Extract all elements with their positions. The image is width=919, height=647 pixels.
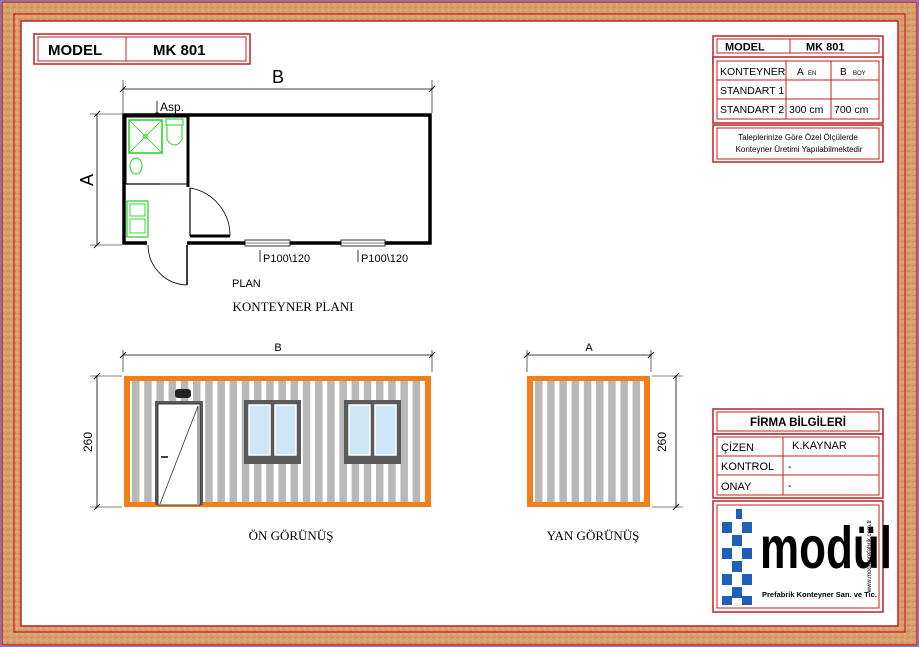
toilet-icon	[165, 118, 184, 146]
front-view: B 260 ÖN	[81, 342, 436, 543]
logo-block	[722, 522, 732, 533]
slat	[205, 381, 213, 502]
plan-caption: KONTEYNER PLANI	[233, 299, 354, 314]
logo-block	[742, 574, 752, 585]
company-row-drawn-by-label: ÇİZEN	[721, 441, 754, 454]
logo-block	[736, 509, 742, 519]
side-view: A 260 YAN GÖRÜNÜŞ	[523, 342, 683, 543]
logo-block	[722, 574, 732, 585]
side-dim-a-label: A	[585, 342, 593, 354]
side-corrugated-slats	[535, 381, 641, 502]
side-dimension-a: A	[523, 342, 655, 372]
model-box: MODEL MK 801	[33, 33, 251, 65]
logo-block	[722, 596, 732, 605]
spec-header-b-sub: BOY	[853, 71, 866, 77]
logo-block	[722, 548, 732, 559]
plan-dimension-a: A	[77, 110, 122, 249]
spec-model-value: MK 801	[806, 42, 845, 54]
vent-label: Asp.	[160, 100, 184, 114]
spec-row-1-label: STANDART 1	[720, 85, 784, 97]
company-row-check-value: -	[788, 461, 792, 473]
logo-website: www.modulprefabrik.com.tr	[867, 520, 873, 593]
side-caption: YAN GÖRÜNÜŞ	[547, 528, 640, 543]
slat	[302, 381, 311, 502]
spec-model-label: MODEL	[725, 42, 765, 54]
spec-header-b: B	[840, 67, 847, 78]
company-row-drawn-by-value: K.KAYNAR	[792, 440, 847, 452]
slat	[339, 381, 347, 502]
company-row-approval-value: -	[788, 480, 792, 492]
logo-tagline: Prefabrik Konteyner San. ve Tic.	[762, 590, 877, 599]
side-dimension-height: 260	[652, 372, 683, 511]
front-window-2	[344, 400, 401, 464]
model-label: MODEL	[48, 42, 102, 59]
logo-block	[742, 522, 752, 533]
logo-block	[742, 548, 752, 559]
wc-sink-icon	[129, 157, 143, 175]
slat	[620, 381, 628, 502]
slat	[571, 381, 580, 502]
floor-plan: B A	[77, 67, 436, 314]
kitchen-sink-icon	[126, 200, 149, 238]
spec-row-2-a: 300 cm	[789, 104, 824, 116]
company-row-check-label: KONTROL	[721, 461, 774, 473]
front-caption: ÖN GÖRÜNÜŞ	[249, 528, 334, 543]
slat	[144, 381, 152, 502]
slat	[583, 381, 592, 502]
slat	[315, 381, 323, 502]
plan-entry-door-swing	[147, 244, 188, 286]
spec-note-line-1: Taleplerinize Göre Özel Ölçülerde	[738, 133, 858, 142]
front-door	[155, 389, 203, 506]
company-info-table: FİRMA BİLGİLERİ ÇİZEN K.KAYNAR KONTROL -…	[712, 408, 884, 499]
shower-icon	[128, 119, 163, 154]
logo-block	[732, 535, 742, 546]
slat	[632, 381, 641, 502]
slat	[412, 381, 421, 502]
company-row-approval-label: ONAY	[721, 481, 752, 493]
slat	[217, 381, 225, 502]
plan-window-1-label: P100\120	[263, 253, 310, 265]
spec-table: MODEL MK 801 KONTEYNER A EN B BOY STANDA…	[712, 35, 884, 163]
spec-row-2-b: 700 cm	[834, 104, 869, 116]
logo-block	[732, 587, 742, 598]
plan-dim-b-label: B	[272, 67, 284, 87]
slat	[400, 381, 408, 502]
model-value: MK 801	[153, 42, 206, 59]
slat	[229, 381, 238, 502]
slat	[547, 381, 555, 502]
plan-window-2-label: P100\120	[361, 253, 408, 265]
company-info-title: FİRMA BİLGİLERİ	[750, 416, 846, 429]
spec-header-a: A	[797, 67, 804, 78]
plan-dim-a-label: A	[77, 174, 97, 186]
slat	[535, 381, 543, 502]
company-logo: modül Prefabrik Konteyner San. ve Tic. w…	[712, 500, 892, 613]
front-dimension-height: 260	[81, 372, 122, 511]
logo-block	[732, 561, 742, 572]
front-dim-height-label: 260	[81, 432, 95, 452]
plan-label: PLAN	[232, 278, 261, 290]
logo-block	[742, 596, 752, 605]
spec-header-konteyner: KONTEYNER	[720, 66, 786, 78]
logo-blocks-icon	[722, 509, 752, 605]
slat	[608, 381, 616, 502]
plan-dimension-b: B	[119, 67, 436, 113]
door-light-icon	[175, 389, 191, 398]
plan-inner-door-swing	[189, 187, 231, 237]
front-dimension-b: B	[119, 342, 436, 372]
front-window-1	[244, 400, 301, 464]
plan-entry-opening	[147, 239, 187, 246]
front-dim-b-label: B	[274, 342, 281, 354]
slat	[596, 381, 604, 502]
spec-note-line-2: Konteyner Üretimi Yapılabilmektedir	[736, 145, 863, 154]
slat	[559, 381, 567, 502]
logo-wordmark: modül	[760, 516, 892, 582]
slat	[327, 381, 335, 502]
spec-header-a-sub: EN	[808, 71, 816, 77]
slat	[132, 381, 140, 502]
side-dim-height-label: 260	[655, 432, 669, 452]
spec-row-2-label: STANDART 2	[720, 104, 784, 116]
frame-inner-line	[13, 13, 906, 633]
